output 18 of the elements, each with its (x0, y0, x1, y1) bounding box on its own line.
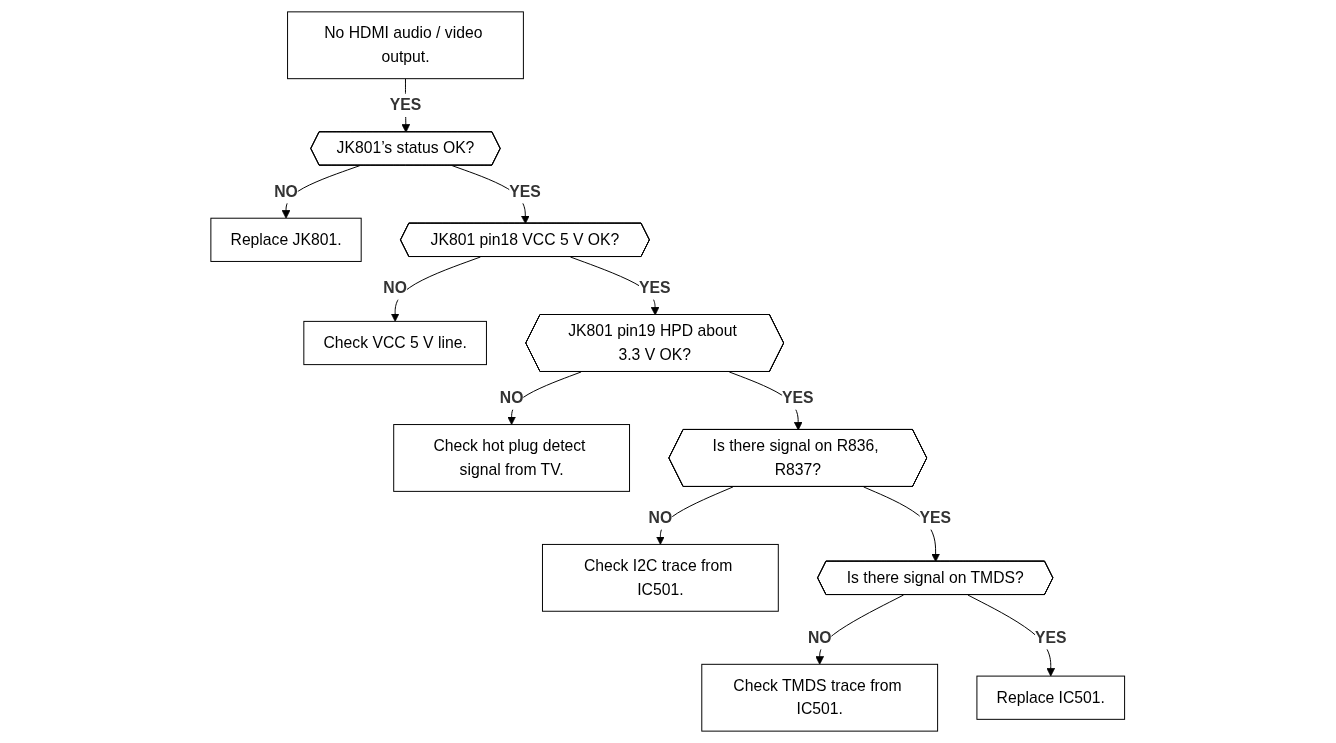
edge-label: NO (274, 182, 299, 200)
node-box: Check I2C trace from IC501. (542, 543, 780, 612)
edge-label: NO (383, 279, 408, 296)
edge-label: YES (509, 182, 541, 200)
edge-label: YES (782, 389, 814, 406)
edge-label: YES (919, 509, 952, 526)
edge-label: NO (808, 628, 832, 646)
edge-label: NO (648, 509, 673, 526)
edge-label: YES (639, 279, 671, 296)
node-box: Check TMDS trace from IC501. (701, 663, 939, 732)
edge-label: NO (500, 389, 524, 406)
edge-label: YES (1035, 628, 1067, 646)
edge-label: YES (390, 96, 422, 114)
node-box: Replace JK801. (210, 217, 362, 262)
node-box: Replace IC501. (976, 675, 1126, 720)
node-box: No HDMI audio / video output. (287, 11, 525, 80)
node-box: Check VCC 5 V line. (303, 320, 488, 366)
node-box: Check hot plug detect signal from TV. (393, 424, 631, 492)
